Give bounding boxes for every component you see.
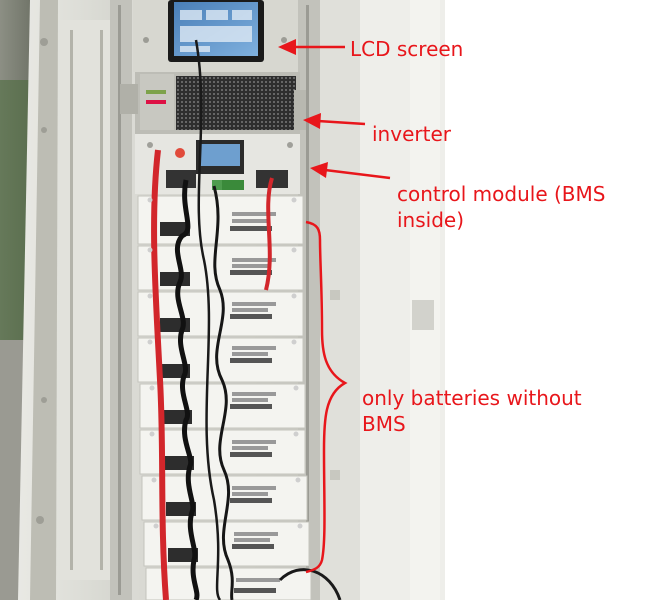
battery-rack-photo xyxy=(0,0,445,600)
